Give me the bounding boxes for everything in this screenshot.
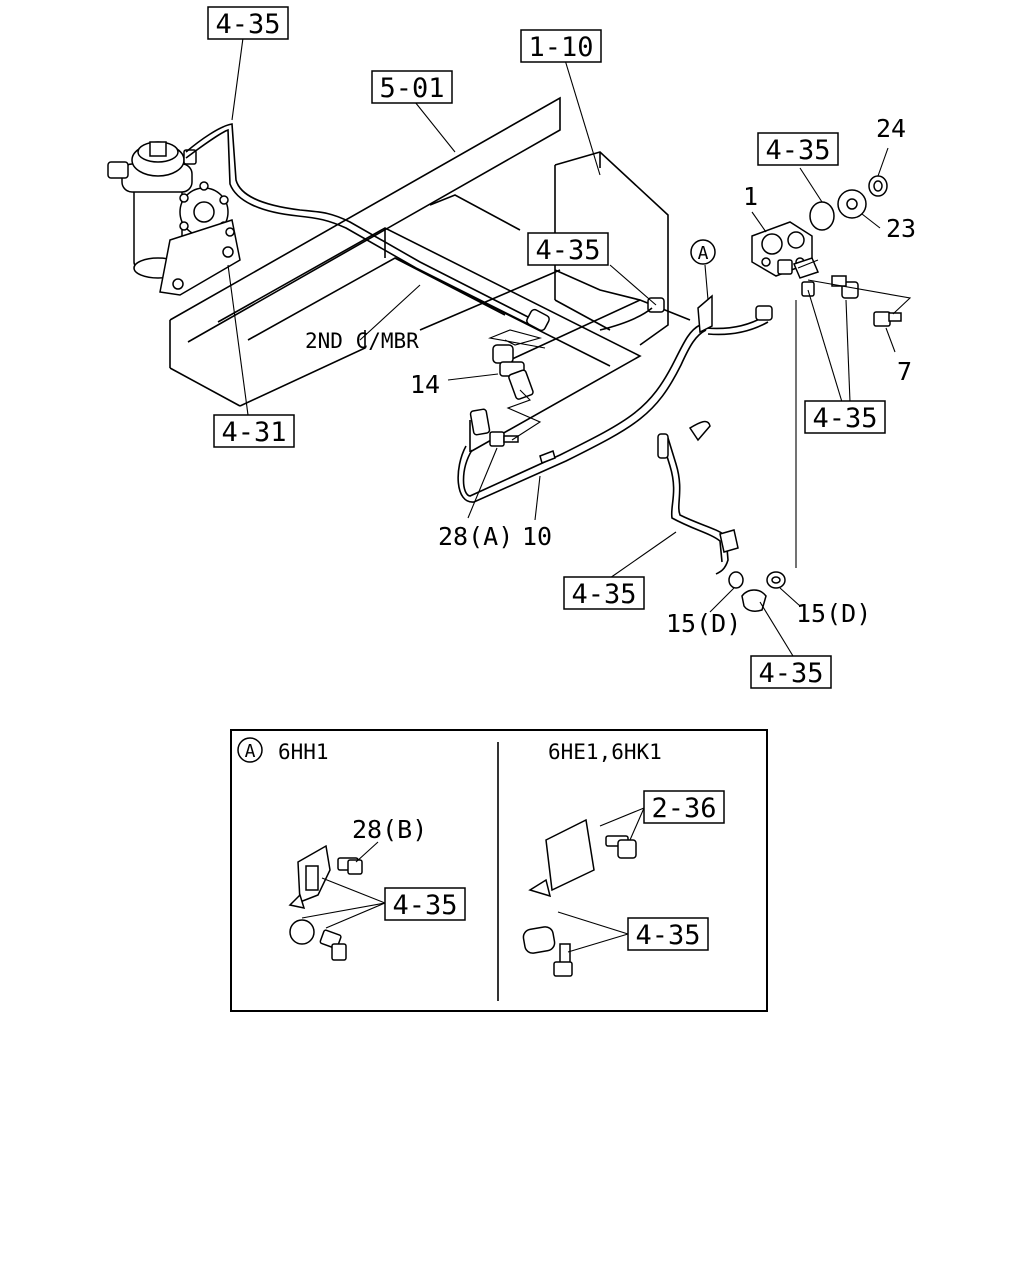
suction-pipe-4-35 (657, 420, 739, 575)
inset-left-title: 6HH1 (278, 740, 329, 764)
svg-text:1-10: 1-10 (528, 32, 593, 63)
ref-box-top-4-35: 4-35 (207, 6, 289, 40)
svg-text:4-31: 4-31 (221, 417, 286, 448)
nut-24 (868, 175, 888, 197)
inset-6hh1-bracket (288, 844, 363, 961)
gasket-15d-right (766, 571, 786, 589)
pulley-23 (837, 189, 867, 219)
callout-15d-left: 15(D) (666, 609, 741, 638)
svg-text:4-35: 4-35 (392, 890, 457, 921)
inset-leader-left3 (325, 902, 386, 929)
steering-gear-assembly (107, 141, 241, 296)
clip-14 (492, 344, 534, 400)
inset-ref-2-36: 2-36 (643, 790, 725, 824)
callout-14: 14 (410, 370, 440, 399)
bracket-a (697, 294, 713, 334)
ref-box-5-01: 5-01 (371, 70, 453, 104)
callout-28a: 28(A) (438, 522, 513, 551)
gasket-15d-left (728, 571, 744, 589)
svg-text:4-35: 4-35 (535, 235, 600, 266)
svg-text:2-36: 2-36 (651, 793, 716, 824)
hose-10 (469, 408, 491, 436)
crossmember-label: 2ND C/MBR (305, 329, 419, 353)
leader-lines (227, 37, 912, 657)
callout-7: 7 (897, 357, 912, 386)
oil-pump-1 (751, 221, 820, 279)
ref-box-elbow-4-35: 4-35 (750, 655, 832, 689)
svg-text:4-35: 4-35 (765, 135, 830, 166)
svg-text:A: A (698, 243, 709, 264)
ref-box-1-10: 1-10 (520, 29, 602, 63)
bolt-28a (489, 431, 519, 447)
chassis-frame (169, 96, 691, 453)
inset-leader-left2 (301, 902, 386, 919)
svg-text:4-35: 4-35 (635, 920, 700, 951)
ref-box-pump-4-35: 4-35 (757, 132, 839, 166)
inset-leader-left (321, 877, 386, 904)
inset-right-title: 6HE1,6HK1 (548, 740, 662, 764)
inset-leader-236b (629, 807, 645, 841)
svg-text:5-01: 5-01 (379, 73, 444, 104)
inset-6he1-bracket (522, 818, 637, 977)
callout-10: 10 (522, 522, 552, 551)
svg-text:4-35: 4-35 (758, 658, 823, 689)
inset-detail-panel: A 6HH1 6HE1,6HK1 28(B) 4-35 (230, 729, 768, 1012)
ref-box-suction-4-35: 4-35 (563, 576, 645, 610)
pressure-pipe-upper (185, 123, 550, 332)
inset-leader-28b (355, 841, 379, 863)
pump-o-ring (809, 201, 835, 231)
inset-leader-236a (599, 807, 645, 827)
svg-text:4-35: 4-35 (571, 579, 636, 610)
inset-leader-435b (567, 933, 629, 953)
callout-1: 1 (743, 182, 758, 211)
pump-bolts-4-35 (801, 275, 859, 299)
pressure-pipe-lower (457, 305, 773, 503)
ref-box-bolts-4-35: 4-35 (804, 400, 886, 434)
ref-box-4-31: 4-31 (213, 414, 295, 448)
bolt-7 (873, 311, 902, 327)
elbow-4-35 (741, 589, 767, 612)
svg-text:4-35: 4-35 (215, 9, 280, 40)
inset-leader-435a (557, 911, 629, 935)
inset-ref-left-4-35: 4-35 (384, 887, 466, 921)
callout-28b: 28(B) (352, 815, 427, 844)
callout-24: 24 (876, 114, 906, 143)
detail-marker-a: A (690, 239, 716, 265)
svg-text:4-35: 4-35 (812, 403, 877, 434)
svg-text:A: A (245, 741, 256, 762)
callout-23: 23 (886, 214, 916, 243)
inset-ref-right-4-35: 4-35 (627, 917, 709, 951)
inset-marker-a: A (237, 737, 263, 763)
ref-box-frame-4-35: 4-35 (527, 232, 609, 266)
callout-15d-right: 15(D) (796, 599, 871, 628)
